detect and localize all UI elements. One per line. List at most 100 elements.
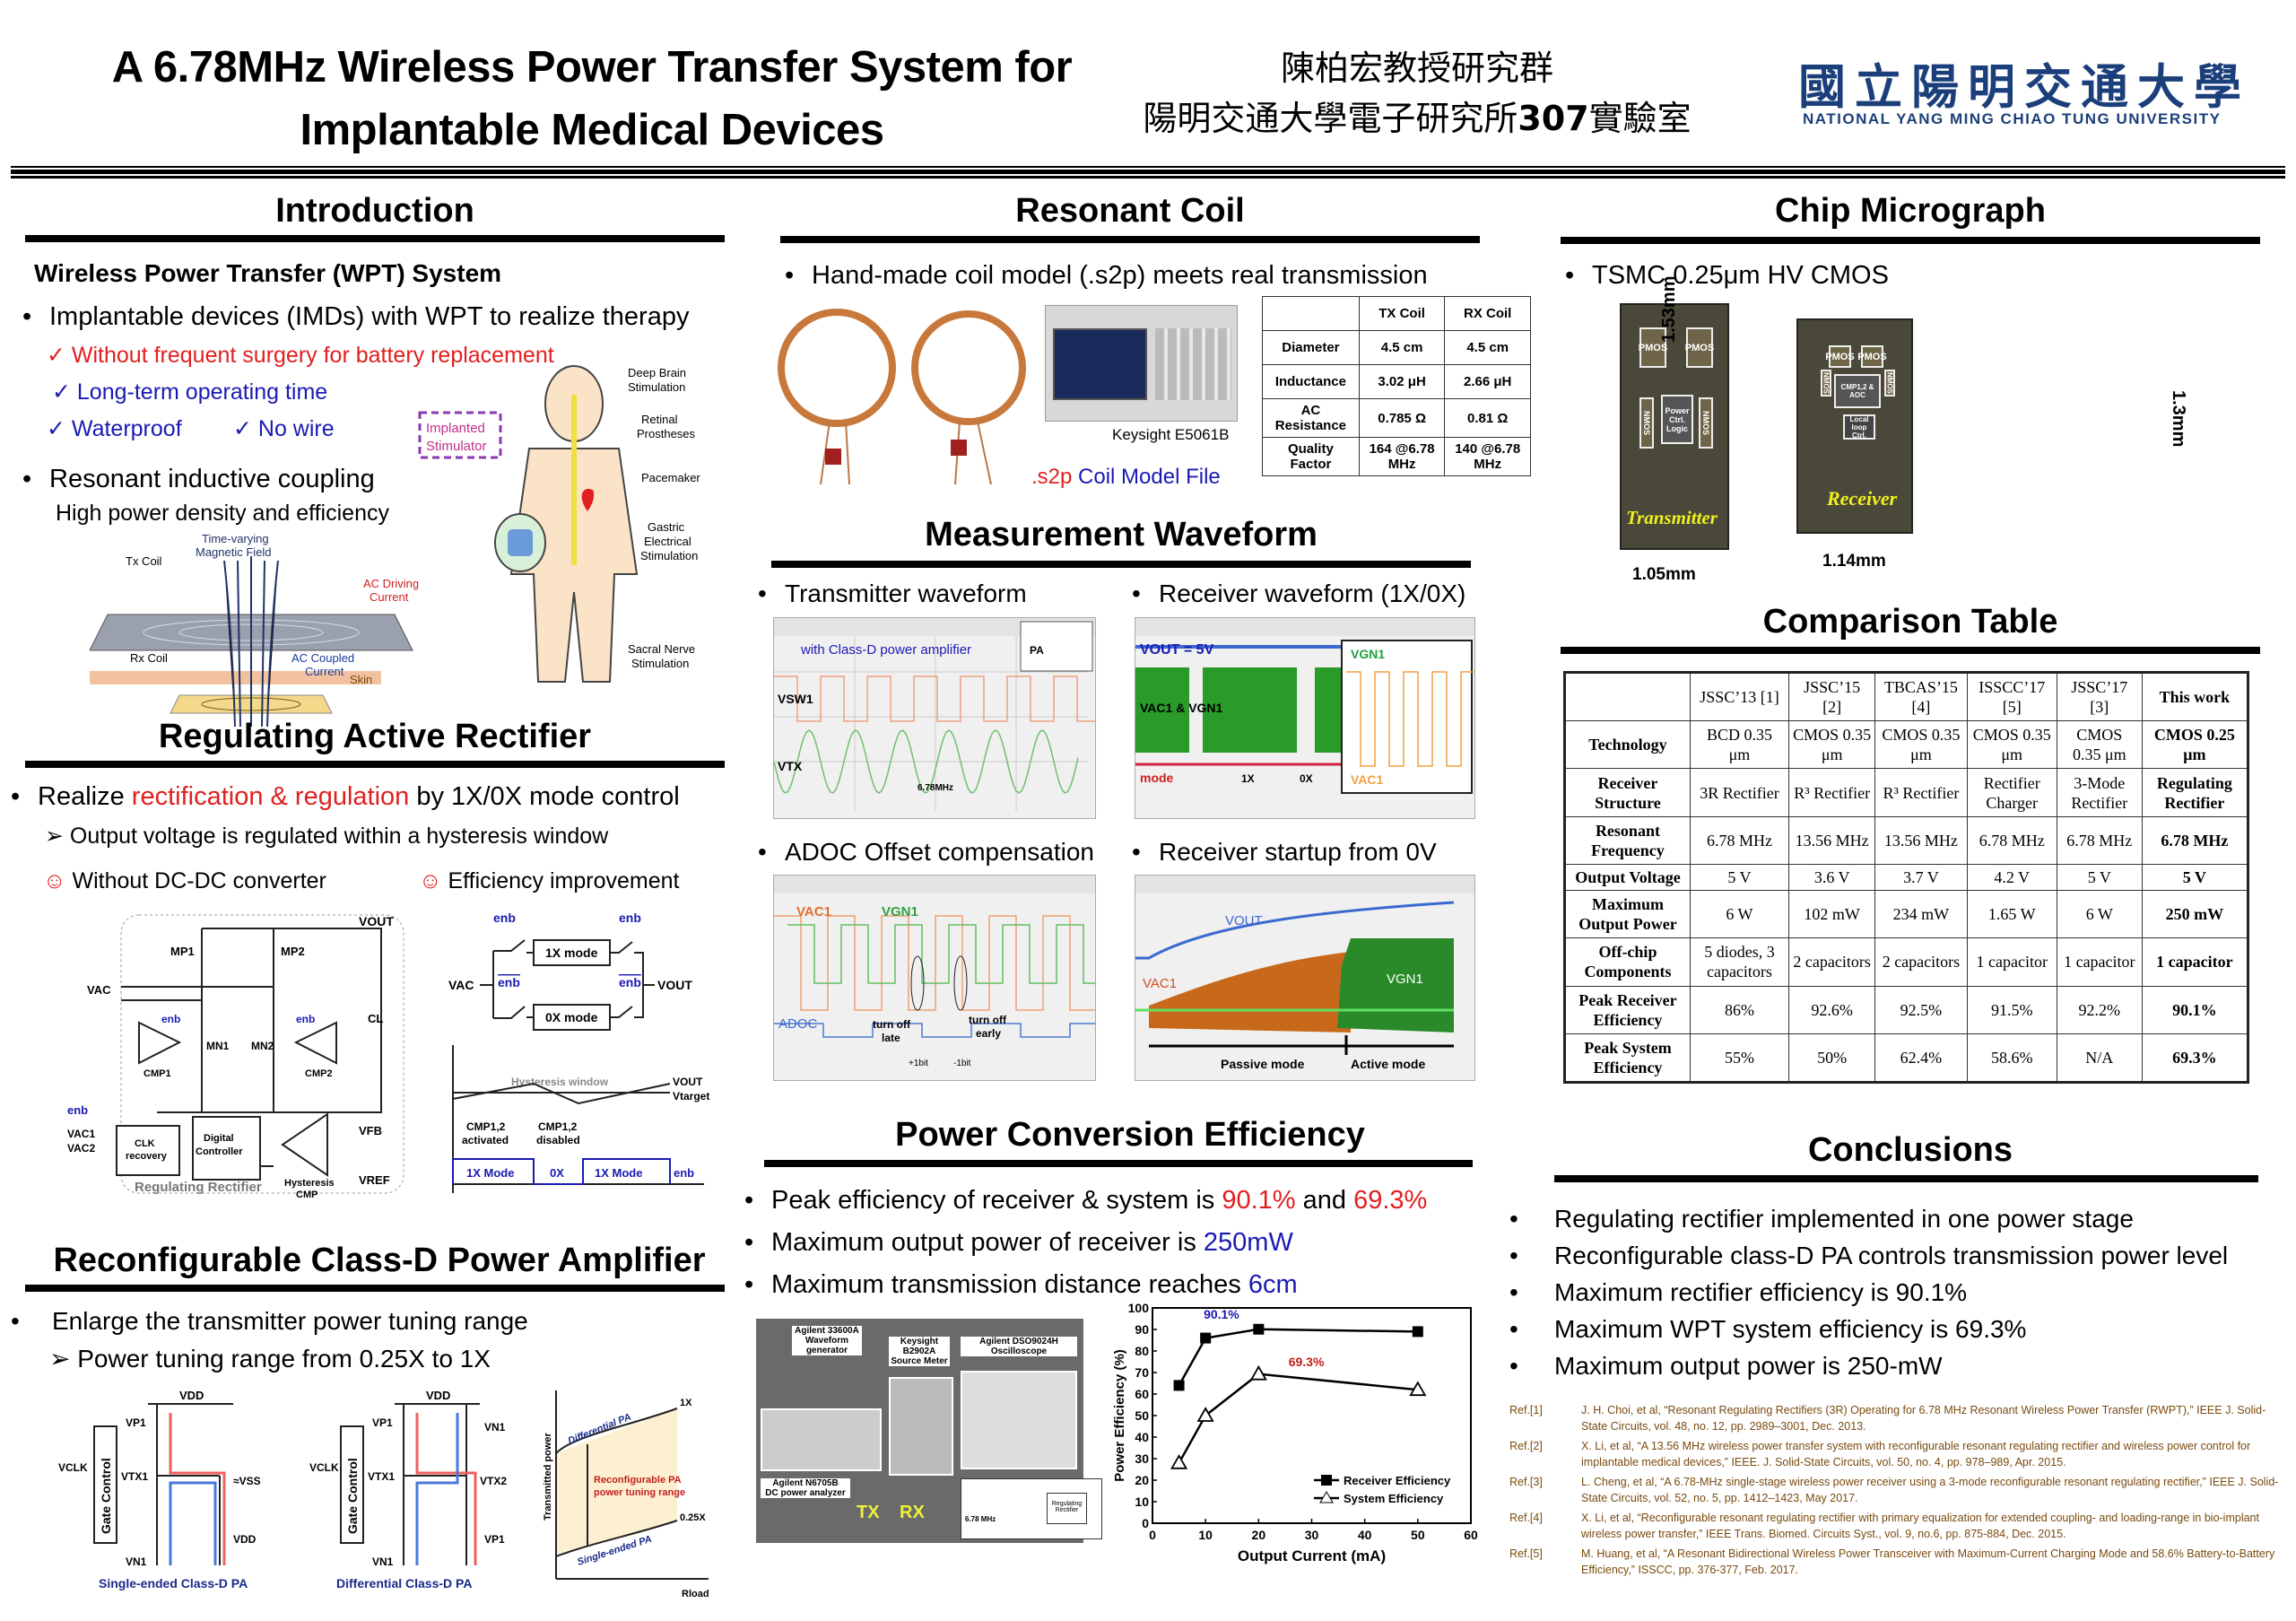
current-path-blue xyxy=(169,1481,217,1565)
legend-square-icon xyxy=(1321,1475,1332,1486)
enb-label: enb xyxy=(296,1013,315,1025)
cell: 92.6% xyxy=(1788,985,1876,1034)
cell: 3-Mode Rectifier xyxy=(2056,768,2143,817)
active-mode-label: Active mode xyxy=(1351,1057,1425,1071)
reference-text: X. Li, et al, “A 13.56 MHz wireless powe… xyxy=(1581,1440,2251,1468)
efficiency-bullet-peak: Peak efficiency of receiver & system is … xyxy=(744,1182,1427,1218)
rx-waveform-bullet: Receiver waveform (1X/0X) xyxy=(1132,576,1465,612)
0x-label: 0X xyxy=(1300,772,1313,785)
row-label: Receiver Structure xyxy=(1564,768,1691,817)
coil-bullet: Hand-made coil model (.s2p) meets real t… xyxy=(785,257,1428,293)
adoc-label: ADOC xyxy=(778,1016,818,1032)
digital-label: Digital xyxy=(204,1133,234,1144)
chart-y-label: Power Efficiency (%) xyxy=(1112,1349,1127,1482)
receiver-data-point xyxy=(1412,1326,1423,1338)
receiver-chip-photo: PMOS PMOS NMOS NMOS CMP1,2 & AOC Local l… xyxy=(1796,318,1913,534)
tuning-range-fill xyxy=(556,1408,677,1556)
check-item-no-surgery: ✓ Without frequent surgery for battery r… xyxy=(47,337,554,373)
cell: 0.81 Ω xyxy=(1444,398,1531,438)
this-work-cell: 69.3% xyxy=(2141,1033,2249,1084)
implanted-label: Implanted xyxy=(426,421,485,436)
ac-drive-label-2: Current xyxy=(370,590,409,604)
rx-coil-label: Rx Coil xyxy=(130,651,168,665)
reference-label: Ref.[4] xyxy=(1509,1512,1543,1524)
tx-width-label: 1.05mm xyxy=(1632,565,1696,584)
section-title-coil: Resonant Coil xyxy=(1015,192,1245,230)
vref-label: VREF xyxy=(359,1173,390,1187)
025x-label: 0.25X xyxy=(680,1512,706,1523)
vac-gn-label: VAC1 & VGN1 xyxy=(1140,701,1223,715)
reference-item: Ref.[4]X. Li, et al, “Reconfigurable res… xyxy=(1509,1510,2290,1542)
network-analyzer-photo xyxy=(1045,305,1238,422)
text: B2902A xyxy=(902,1346,936,1356)
vclk-label: VCLK xyxy=(58,1461,88,1474)
cell: 6 W xyxy=(1689,890,1790,939)
vout-5v-label: VOUT = 5V xyxy=(1140,642,1214,658)
adoc-trace xyxy=(774,1023,1095,1038)
lab-room: 307 xyxy=(1518,99,1589,138)
heart-icon xyxy=(581,488,596,511)
receiver-label: Receiver xyxy=(1827,487,1898,510)
early-label: turn off xyxy=(969,1014,1007,1026)
tx-waveform-bullet: Transmitter waveform xyxy=(758,576,1027,612)
check-item-no-wire: ✓ No wire xyxy=(233,411,335,447)
x-tick-label: 20 xyxy=(1252,1528,1266,1542)
graph-ylabel: Transmitted power xyxy=(543,1432,553,1521)
startup-waveform-scope: VOUT VAC1 VGN1 Passive mode Active mode xyxy=(1135,875,1475,1081)
text: and xyxy=(1295,1186,1354,1215)
early-label-2: early xyxy=(976,1027,1001,1040)
intro-subtitle: Wireless Power Transfer (WPT) System xyxy=(34,259,502,287)
field-label: Time-varying xyxy=(202,532,269,545)
frequency-label: 6.78 MHz xyxy=(965,1515,996,1523)
enb-label: enb xyxy=(619,911,641,925)
gastric-label-3: Stimulation xyxy=(640,549,698,562)
tuning-range-graph: Transmitted power Rload Differential PA … xyxy=(543,1390,709,1599)
tx-board-label: TX xyxy=(857,1503,880,1522)
vn1-label: VN1 xyxy=(126,1556,147,1568)
vout-label: VOUT xyxy=(657,978,692,992)
hyst-label-2: CMP xyxy=(296,1190,317,1200)
rx-board-label: RX xyxy=(900,1503,925,1522)
smile-item-efficiency: ☺ Efficiency improvement xyxy=(419,863,679,899)
intro-coupling-sub: High power density and efficiency xyxy=(56,501,389,526)
rectifier-sub: ➢ Output voltage is regulated within a h… xyxy=(45,818,608,854)
source-meter-photo xyxy=(889,1377,953,1476)
capacitor xyxy=(951,440,967,456)
segment-1x-label-2: 1X Mode xyxy=(595,1166,642,1180)
highlight-text: rectification & regulation xyxy=(131,782,410,811)
text: Peak efficiency of receiver & system is xyxy=(771,1186,1222,1215)
magnetic-field-lines xyxy=(223,556,279,728)
vout-label: VOUT xyxy=(1225,913,1263,928)
reference-item: Ref.[1]J. H. Choi, et al, “Resonant Regu… xyxy=(1509,1402,2290,1434)
segment-1x-label: 1X Mode xyxy=(466,1166,514,1180)
cell: 3R Rectifier xyxy=(1689,768,1790,817)
dc-analyzer-photo xyxy=(761,1408,882,1471)
smile-icon: ☺ xyxy=(419,868,442,893)
nmos-block: NMOS xyxy=(1821,370,1831,397)
cell: 234 mW xyxy=(1874,890,1968,939)
text: 1.3mm xyxy=(2169,390,2188,448)
cell: 0.785 Ω xyxy=(1358,398,1446,438)
plus-bit-label: +1bit xyxy=(909,1059,928,1068)
y-tick-label: 100 xyxy=(1128,1301,1150,1315)
tx-waveform-scope: PA with Class-D power amplifier VSW1 VTX… xyxy=(773,617,1096,819)
section-title-conclusions: Conclusions xyxy=(1807,1131,2013,1169)
late-marker xyxy=(910,955,925,1011)
cmp-aoc-block: CMP1,2 & AOC xyxy=(1834,374,1881,408)
retinal-label: Retinal xyxy=(641,413,678,426)
section-title-efficiency: Power Conversion Efficiency xyxy=(895,1116,1365,1154)
vac1-label: VAC1 xyxy=(796,904,831,919)
implanted-label-2: Stimulator xyxy=(426,439,487,454)
cell: 92.2% xyxy=(2056,985,2143,1034)
disabled-label: disabled xyxy=(536,1134,580,1146)
vsw1-label: VSW1 xyxy=(778,692,813,706)
distance-value: 6cm xyxy=(1248,1270,1298,1299)
mode-label: mode xyxy=(1140,771,1174,785)
lab-name-line2: 陽明交通大學電子研究所307實驗室 xyxy=(1076,93,1758,144)
scope-toolbar xyxy=(1135,618,1474,636)
